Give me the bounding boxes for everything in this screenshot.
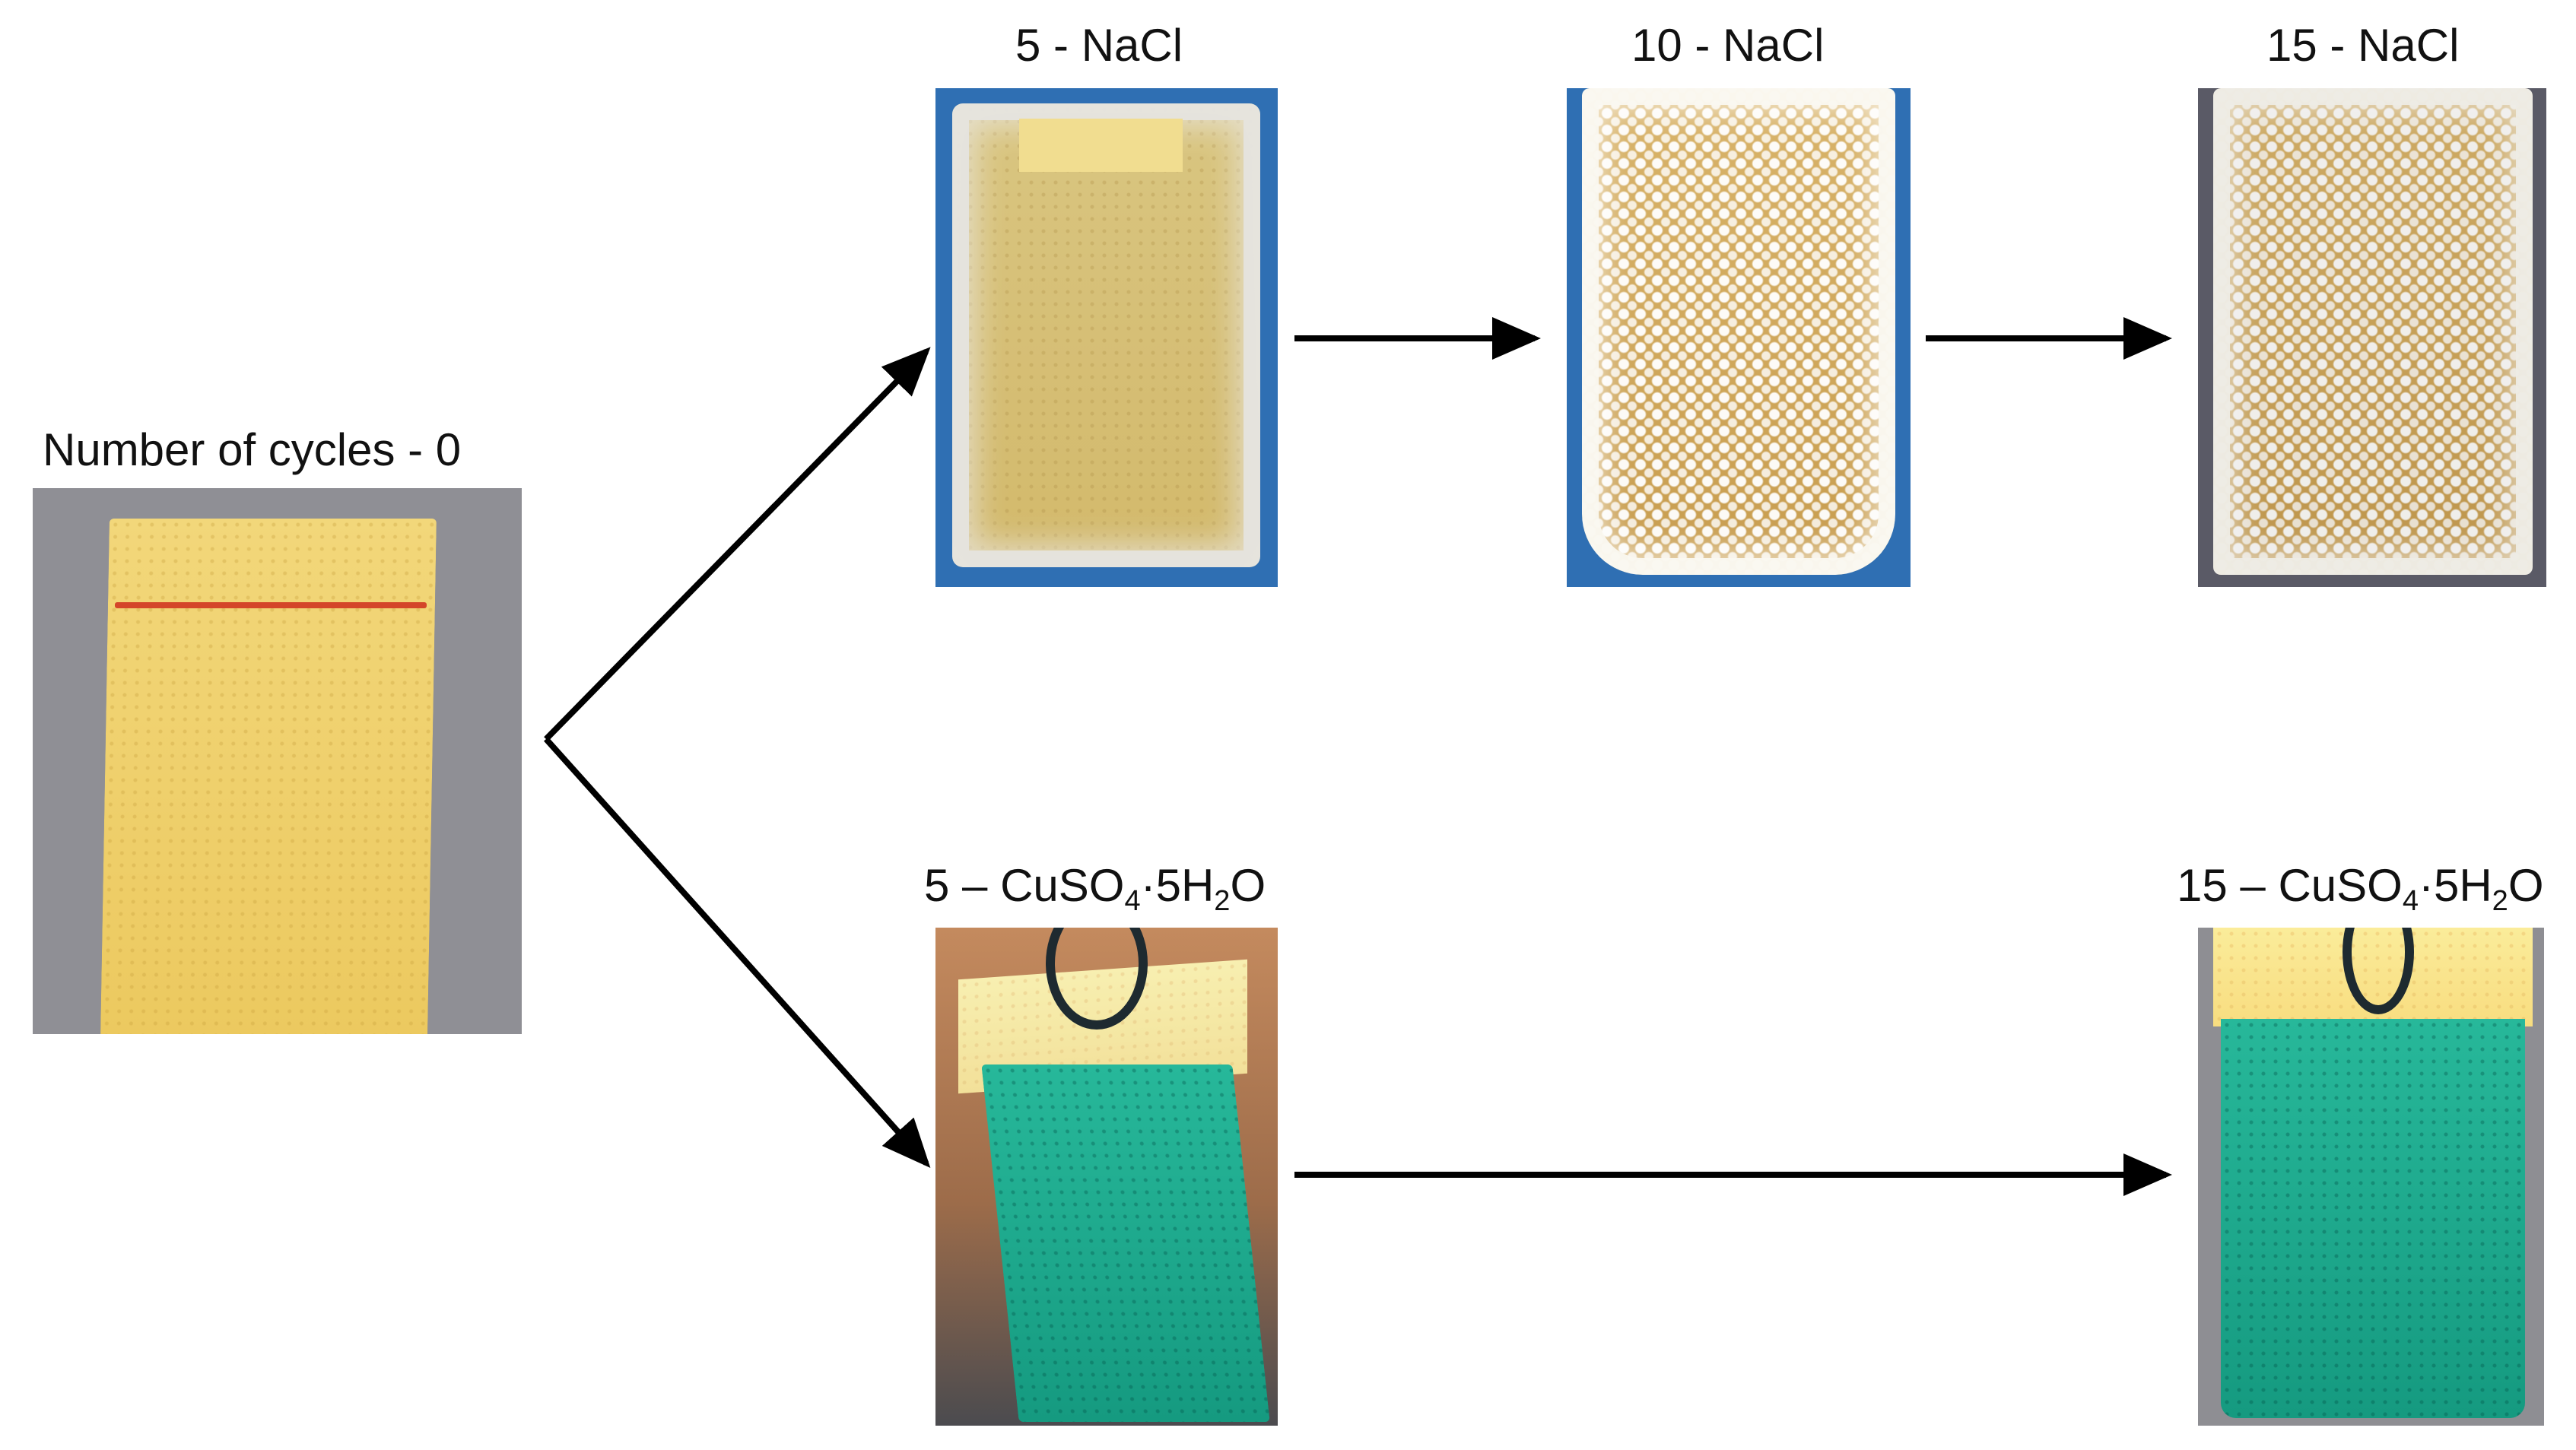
cu-5-label-suffix: O: [1230, 860, 1266, 911]
nacl-10-photo: [1567, 88, 1911, 587]
nacl-15-label: 15 - NaCl: [2266, 20, 2460, 71]
nacl-15-fabric: [2213, 88, 2533, 575]
cu-5-label: 5 – CuSO4·5H2O: [924, 860, 1266, 916]
cu-5-label-prefix: 5 – CuSO: [924, 860, 1125, 911]
cu-15-photo: [2198, 928, 2544, 1426]
cu-5-photo: [935, 928, 1278, 1426]
cu-15-label-prefix: 15 – CuSO: [2177, 860, 2403, 911]
cu-5-label-mid: ·5H: [1140, 860, 1215, 911]
start-photo: [33, 488, 522, 1034]
nacl-10-fabric: [1582, 88, 1895, 575]
nacl-15-photo: [2198, 88, 2546, 587]
cu-15-label-sub2: 2: [2492, 885, 2508, 917]
cu-15-label-sub1: 4: [2402, 885, 2419, 917]
cu-15-green-fabric: [2221, 1019, 2525, 1418]
cu-15-label: 15 – CuSO4·5H2O: [2177, 860, 2544, 916]
nacl-5-label: 5 - NaCl: [1015, 20, 1183, 71]
arrow-start-to-nacl-5: [544, 347, 931, 741]
nacl-5-fabric: [952, 103, 1260, 567]
arrow-start-to-cu-5: [544, 737, 931, 1168]
start-label: Number of cycles - 0: [43, 424, 462, 475]
cu-15-label-mid: ·5H: [2418, 860, 2492, 911]
start-red-mark: [115, 602, 427, 608]
cu-5-label-sub1: 4: [1124, 885, 1141, 917]
cu-15-label-suffix: O: [2508, 860, 2544, 911]
cu-5-label-sub2: 2: [1214, 885, 1231, 917]
nacl-10-label: 10 - NaCl: [1631, 20, 1825, 71]
nacl-5-photo: [935, 88, 1278, 587]
nacl-5-top-band: [1019, 119, 1183, 172]
